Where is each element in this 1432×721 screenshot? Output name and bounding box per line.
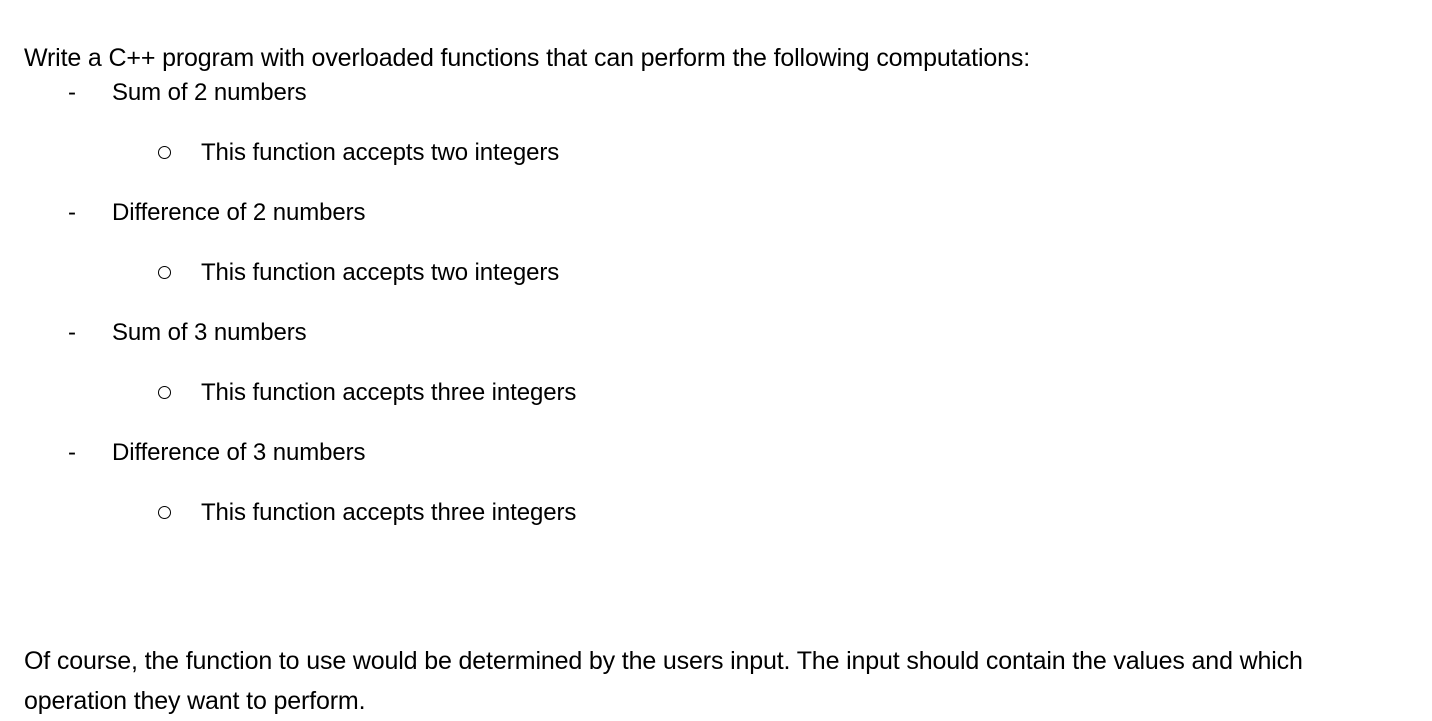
bullet-group: - Difference of 2 numbers This function … xyxy=(0,196,1432,316)
requirements-list: - Sum of 2 numbers This function accepts… xyxy=(0,76,1432,556)
list-item-level2-label: This function accepts two integers xyxy=(201,139,560,166)
list-item-level2-label: This function accepts two integers xyxy=(201,259,560,286)
document-page: Write a C++ program with overloaded func… xyxy=(0,44,1432,715)
list-item-level1-label: Difference of 2 numbers xyxy=(112,199,366,226)
list-item-level1: - Sum of 2 numbers xyxy=(0,76,1432,136)
list-item-level1: - Difference of 2 numbers xyxy=(0,196,1432,256)
list-item-level1: - Difference of 3 numbers xyxy=(0,436,1432,496)
list-item-level1-label: Sum of 2 numbers xyxy=(112,79,307,106)
list-item-level2-label: This function accepts three integers xyxy=(201,499,577,526)
hollow-circle-marker-icon xyxy=(158,386,171,399)
dash-marker-icon: - xyxy=(68,79,76,106)
dash-marker-icon: - xyxy=(68,199,76,226)
list-item-level1-label: Sum of 3 numbers xyxy=(112,319,307,346)
list-item-level1-label: Difference of 3 numbers xyxy=(112,439,366,466)
bullet-group: - Sum of 2 numbers This function accepts… xyxy=(0,76,1432,196)
dash-marker-icon: - xyxy=(68,319,76,346)
list-item-level2-label: This function accepts three integers xyxy=(201,379,577,406)
closing-paragraph: Of course, the function to use would be … xyxy=(24,647,1303,715)
dash-marker-icon: - xyxy=(68,439,76,466)
list-item-level2: This function accepts two integers xyxy=(0,256,1432,316)
list-item-level2: This function accepts three integers xyxy=(0,496,1432,556)
list-item-level2: This function accepts two integers xyxy=(0,136,1432,196)
list-item-level1: - Sum of 3 numbers xyxy=(0,316,1432,376)
bullet-group: - Difference of 3 numbers This function … xyxy=(0,436,1432,556)
hollow-circle-marker-icon xyxy=(158,506,171,519)
hollow-circle-marker-icon xyxy=(158,266,171,279)
hollow-circle-marker-icon xyxy=(158,146,171,159)
intro-paragraph: Write a C++ program with overloaded func… xyxy=(24,44,1031,72)
bullet-group: - Sum of 3 numbers This function accepts… xyxy=(0,316,1432,436)
list-item-level2: This function accepts three integers xyxy=(0,376,1432,436)
